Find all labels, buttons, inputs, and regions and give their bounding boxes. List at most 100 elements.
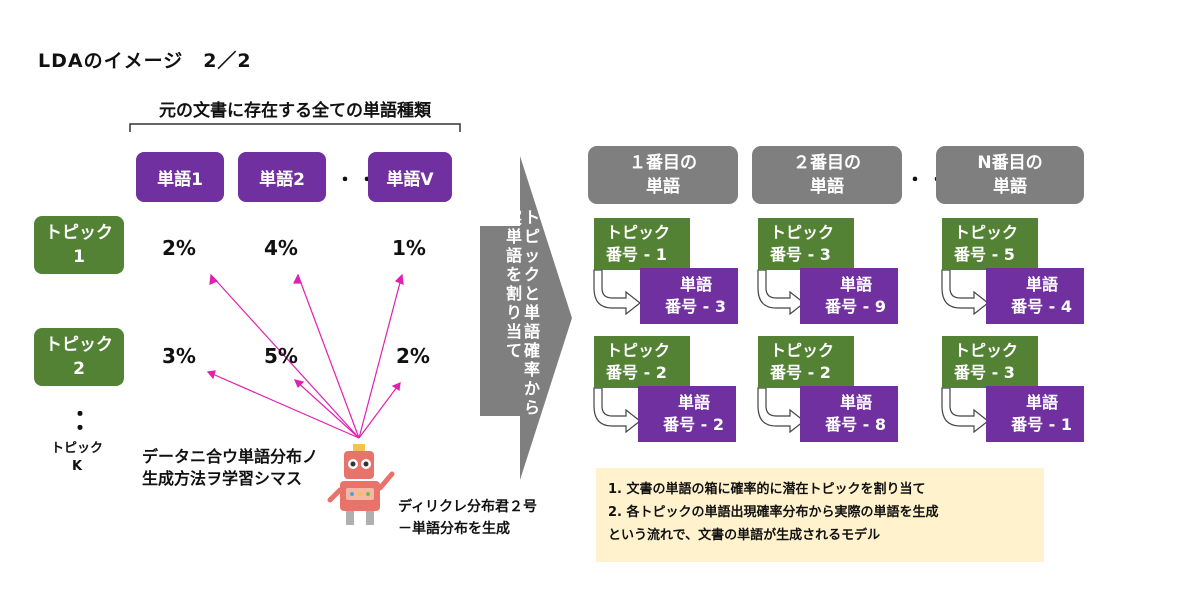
word-box-1: 単語1 [136, 152, 224, 202]
position-header-n: N番目の 単語 [936, 146, 1084, 204]
topic-k-line1: トピック [50, 441, 103, 456]
position-header-2: ２番目の 単語 [752, 146, 902, 204]
topic-k-line2: K [71, 459, 83, 474]
assigned-topic-label: トピック [606, 341, 671, 360]
pink-arrow-4 [207, 371, 360, 439]
bent-arrow-3a [941, 269, 989, 316]
generated-word-number: 番号 - 1 [1011, 415, 1072, 434]
prob-t2-wv: 2% [396, 344, 430, 368]
assigned-topic-2-2: トピック 番号 - 2 [758, 336, 854, 388]
bent-arrows [593, 269, 989, 434]
generator-text-line2: 生成方法ヲ学習シマス [142, 469, 303, 488]
vertical-char: 語 [524, 322, 541, 341]
assigned-topic-number: 番号 - 1 [606, 245, 667, 264]
assigned-topic-number: 番号 - 3 [954, 363, 1015, 382]
note-line1: 1. 文書の単語の箱に確率的に潜在トピックを割り当て [608, 482, 926, 497]
topic-vdots-1: ・ [70, 402, 90, 426]
robot-label-line1: ディリクレ分布君２号 [398, 499, 538, 515]
pink-arrows [206, 273, 404, 439]
big-arrow-col2: 実単語を割り当て [506, 208, 522, 418]
topic-k-label: トピック K [48, 440, 106, 476]
vertical-char: て [505, 341, 522, 360]
word-box-v: 単語V [368, 152, 452, 202]
generated-word-n-1: 単語 番号 - 4 [986, 268, 1084, 324]
assigned-topic-1-2: トピック 番号 - 2 [594, 336, 690, 388]
vertical-char: り [505, 303, 522, 322]
generated-word-2-2: 単語 番号 - 8 [800, 386, 898, 442]
pink-arrowhead-3 [394, 273, 404, 285]
generated-word-label: 単語 [677, 393, 710, 412]
topic-box-1: トピック 1 [34, 216, 124, 274]
word-box-2: 単語2 [238, 152, 326, 202]
header-line2: 単語 [646, 177, 680, 197]
topic-number: 1 [73, 247, 85, 267]
vertical-char: 当 [505, 322, 522, 341]
page-title: LDAのイメージ 2／2 [38, 50, 252, 72]
assigned-topic-number: 番号 - 3 [770, 245, 831, 264]
pink-arrow-2 [297, 274, 360, 439]
robot-illustration [327, 444, 395, 525]
generated-word-2-1: 単語 番号 - 9 [800, 268, 898, 324]
generated-word-1-2: 単語 番号 - 2 [638, 386, 736, 442]
prob-t2-w1: 3% [162, 344, 196, 368]
pink-arrow-6 [358, 382, 401, 439]
assigned-topic-n-1: トピック 番号 - 5 [942, 218, 1038, 270]
topic-label: トピック [45, 335, 113, 355]
assigned-topic-label: トピック [770, 341, 835, 360]
big-arrow-col1: トピックと単語確率から [524, 208, 540, 418]
vertical-char: ク [524, 265, 541, 284]
assigned-topic-label: トピック [606, 223, 671, 242]
generated-word-label: 単語 [1025, 275, 1058, 294]
generated-word-label: 単語 [1025, 393, 1058, 412]
robot-label: ディリクレ分布君２号 －単語分布を生成 [398, 496, 537, 540]
header-line2: 単語 [810, 177, 844, 197]
topic-number: 2 [73, 359, 85, 379]
prob-t1-w2: 4% [264, 236, 298, 260]
vertical-char: か [524, 379, 541, 398]
assigned-topic-n-2: トピック 番号 - 3 [942, 336, 1038, 388]
assigned-topic-2-1: トピック 番号 - 3 [758, 218, 854, 270]
vocab-label: 元の文書に存在する全ての単語種類 [159, 101, 431, 121]
vertical-char: ら [524, 398, 541, 417]
vertical-char: 実 [505, 208, 522, 227]
header-line1: N番目の [977, 153, 1043, 173]
note-line3: という流れで、文書の単語が生成されるモデル [608, 528, 881, 543]
generated-word-label: 単語 [839, 393, 872, 412]
generator-text: データニ合ウ単語分布ノ 生成方法ヲ学習シマス [142, 446, 318, 490]
position-header-1: １番目の 単語 [588, 146, 738, 204]
topic-box-2: トピック 2 [34, 328, 124, 386]
note-line2: 2. 各トピックの単語出現確率分布から実際の単語を生成 [608, 505, 939, 520]
generated-word-n-2: 単語 番号 - 1 [986, 386, 1084, 442]
vertical-char: 確 [524, 341, 541, 360]
assigned-topic-label: トピック [954, 341, 1019, 360]
assigned-topic-number: 番号 - 5 [954, 245, 1015, 264]
vertical-char: 単 [524, 303, 541, 322]
pink-arrowhead-6 [391, 382, 401, 392]
assigned-topic-1-1: トピック 番号 - 1 [594, 218, 690, 270]
pink-arrow-1 [210, 274, 360, 439]
generated-word-number: 番号 - 3 [665, 297, 726, 316]
bent-arrow-1a [593, 269, 641, 316]
pink-arrowhead-1 [209, 273, 219, 285]
pink-arrow-3 [358, 274, 403, 439]
summary-note: 1. 文書の単語の箱に確率的に潜在トピックを割り当て 2. 各トピックの単語出現… [596, 468, 1044, 562]
topic-label: トピック [45, 223, 113, 243]
bent-arrow-3b [941, 387, 989, 434]
generated-word-1-1: 単語 番号 - 3 [640, 268, 738, 324]
generated-word-label: 単語 [839, 275, 872, 294]
vocab-bracket [129, 123, 461, 132]
vertical-char: を [505, 265, 522, 284]
vertical-char: と [524, 284, 541, 303]
header-line1: ２番目の [793, 153, 861, 173]
topic-vdots-2: ・ [70, 416, 90, 440]
generated-word-label: 単語 [679, 275, 712, 294]
bent-arrow-2a [757, 269, 805, 316]
header-line1: １番目の [629, 153, 697, 173]
assigned-topic-label: トピック [770, 223, 835, 242]
vertical-char: 割 [505, 284, 522, 303]
bent-arrow-1b [593, 387, 641, 434]
generator-text-line1: データニ合ウ単語分布ノ [142, 447, 319, 466]
pink-arrow-5 [294, 379, 360, 439]
vertical-char: ッ [524, 246, 541, 265]
